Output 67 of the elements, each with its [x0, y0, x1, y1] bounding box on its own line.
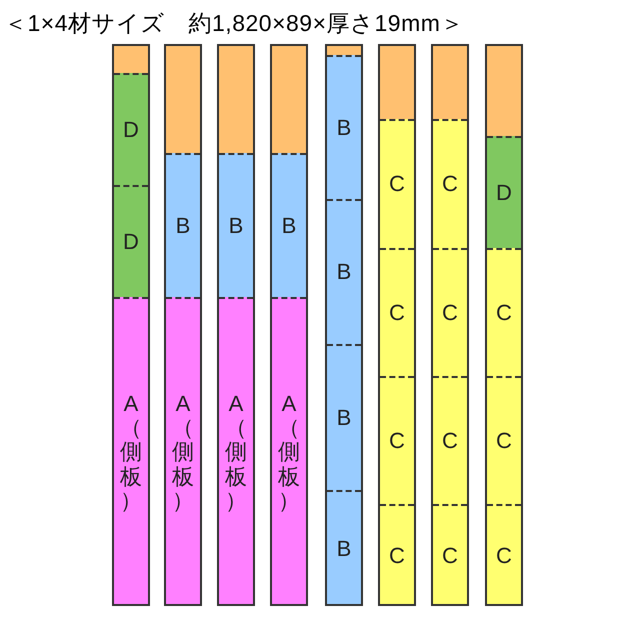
board-bar: [325, 44, 363, 606]
offcut-piece: [272, 46, 306, 153]
cut-piece: [166, 153, 200, 297]
cut-piece: [380, 248, 414, 376]
board-bar: [164, 44, 202, 606]
offcut-piece: [433, 46, 467, 119]
cut-piece: [380, 504, 414, 604]
piece-label: A（側板）: [120, 392, 142, 513]
piece-label: C: [389, 300, 405, 326]
piece-label: C: [496, 428, 512, 454]
offcut-piece: [114, 46, 148, 73]
cut-piece: [487, 136, 521, 248]
cut-piece: [219, 297, 253, 604]
piece-label: B: [336, 536, 352, 562]
piece-label: C: [389, 172, 405, 197]
piece-label: C: [442, 544, 458, 568]
board-bar: [485, 44, 523, 606]
piece-label: A（側板）: [172, 392, 194, 513]
cut-piece: [433, 119, 467, 248]
cut-piece: [433, 248, 467, 376]
piece-label: B: [176, 214, 190, 238]
cut-piece: [114, 185, 148, 297]
piece-label: B: [282, 214, 296, 238]
piece-label: C: [389, 544, 405, 568]
title: ＜1×4材サイズ 約1,820×89×厚さ19mm＞: [4, 9, 464, 38]
cut-piece: [487, 248, 521, 376]
offcut-piece: [219, 46, 253, 153]
cut-piece: [433, 504, 467, 604]
piece-label: C: [389, 428, 405, 454]
cut-piece: [487, 504, 521, 604]
cut-piece: [272, 153, 306, 297]
piece-label: C: [442, 172, 458, 197]
piece-label: D: [123, 118, 139, 142]
offcut-piece: [327, 46, 361, 55]
piece-label: D: [123, 230, 139, 254]
cut-piece: [327, 199, 361, 344]
piece-label: A（側板）: [225, 392, 247, 513]
cut-piece: [327, 344, 361, 490]
cut-piece: [433, 376, 467, 504]
cut-piece: [327, 490, 361, 604]
piece-label: D: [496, 180, 512, 206]
piece-label: B: [228, 214, 244, 238]
cut-piece: [487, 376, 521, 504]
board-bar: [112, 44, 150, 606]
piece-label: C: [442, 300, 458, 326]
piece-label: B: [336, 260, 352, 285]
cut-piece: [380, 376, 414, 504]
offcut-piece: [487, 46, 521, 136]
cut-piece: [219, 153, 253, 297]
cut-piece: [166, 297, 200, 604]
cut-piece: [327, 55, 361, 199]
board-bar: [431, 44, 469, 606]
board-bar: [378, 44, 416, 606]
offcut-piece: [166, 46, 200, 153]
cut-piece: [380, 119, 414, 248]
cut-piece: [114, 297, 148, 604]
piece-label: B: [336, 406, 352, 430]
board-bar: [217, 44, 255, 606]
piece-label: B: [336, 116, 352, 140]
offcut-piece: [380, 46, 414, 119]
cut-piece: [272, 297, 306, 604]
piece-label: A（側板）: [278, 392, 300, 513]
piece-label: C: [442, 428, 458, 454]
cut-piece: [114, 73, 148, 185]
board-bar: [270, 44, 308, 606]
piece-label: C: [496, 544, 512, 568]
piece-label: C: [496, 300, 512, 326]
